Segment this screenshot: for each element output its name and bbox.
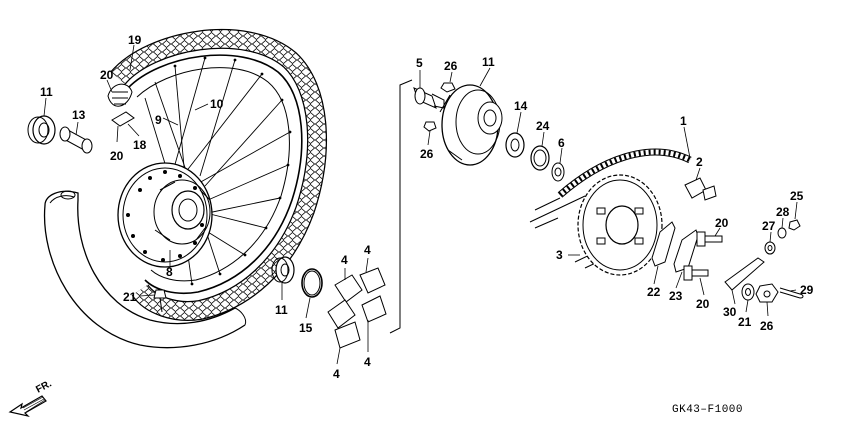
axle-nut bbox=[755, 283, 779, 303]
fr-label: FR. bbox=[34, 378, 54, 395]
callout-4-a: 4 bbox=[341, 253, 348, 267]
front-direction-arrow: FR. bbox=[8, 378, 54, 418]
sprocket-bolts bbox=[683, 231, 723, 281]
callout-8: 9 bbox=[155, 113, 162, 127]
o-ring bbox=[301, 268, 323, 298]
callout-15: 18 bbox=[133, 138, 147, 152]
lock-plates bbox=[651, 221, 699, 273]
tire bbox=[110, 28, 327, 321]
wheel-assembly bbox=[27, 28, 327, 349]
callout-21: 21 bbox=[738, 315, 752, 329]
rear-hub bbox=[117, 162, 213, 268]
callout-28: 28 bbox=[776, 205, 790, 219]
bearing-left bbox=[27, 115, 56, 145]
drawing-code: GK43–F1000 bbox=[672, 404, 743, 416]
callout-29: 29 bbox=[800, 283, 814, 297]
callout-4-b: 4 bbox=[364, 243, 371, 257]
stopper-arm bbox=[724, 257, 765, 291]
callout-20-b: 20 bbox=[696, 297, 710, 311]
callout-11-left: 11 bbox=[40, 85, 53, 99]
distance-collar bbox=[59, 126, 93, 154]
collar-small bbox=[551, 162, 565, 182]
callout-5: 5 bbox=[416, 56, 423, 70]
callout-23: 24 bbox=[536, 119, 550, 133]
axle-sleeve bbox=[413, 87, 445, 109]
inner-tube bbox=[107, 83, 133, 107]
callout-20-a: 20 bbox=[715, 216, 729, 230]
callout-10: 11 bbox=[482, 55, 495, 69]
flange-nuts bbox=[423, 82, 456, 132]
callout-19: 21 bbox=[123, 290, 137, 304]
callout-14: 15 bbox=[299, 321, 313, 335]
callout-4-d: 4 bbox=[364, 355, 371, 369]
callout-27: 27 bbox=[762, 219, 776, 233]
callout-2: 2 bbox=[696, 155, 703, 169]
callout-25: 26 bbox=[760, 319, 774, 333]
callout-6: 6 bbox=[558, 136, 565, 150]
bearing-sprocket bbox=[505, 132, 525, 158]
leader-lines bbox=[43, 44, 798, 365]
spring-washer bbox=[777, 227, 787, 239]
callout-labels: 19 20 11 13 20 18 9 10 8 21 11 15 4 4 4 … bbox=[40, 33, 814, 381]
callout-7: 8 bbox=[166, 265, 173, 279]
plain-washer bbox=[764, 241, 776, 255]
cap-nut bbox=[788, 219, 801, 231]
callout-16: 19 bbox=[128, 33, 142, 47]
callout-12: 13 bbox=[72, 108, 86, 122]
bearing-right bbox=[271, 256, 295, 284]
callout-22-b: 23 bbox=[669, 289, 683, 303]
oil-seal bbox=[530, 145, 550, 171]
sprocket-flange bbox=[439, 84, 503, 166]
callout-22-a: 22 bbox=[647, 285, 661, 299]
callout-26-b: 26 bbox=[420, 147, 434, 161]
master-link bbox=[684, 177, 717, 201]
rim-band-and-valve bbox=[111, 111, 135, 127]
axle-washer bbox=[741, 283, 755, 301]
callout-1: 1 bbox=[680, 114, 687, 128]
callout-3: 3 bbox=[556, 248, 563, 262]
rim-strip bbox=[43, 190, 247, 349]
callout-30: 30 bbox=[723, 305, 737, 319]
damper-rubbers bbox=[327, 267, 387, 349]
driven-sprocket bbox=[577, 174, 663, 276]
callout-4-c: 4 bbox=[333, 367, 340, 381]
callout-13: 14 bbox=[514, 99, 528, 113]
callout-17: 20 bbox=[100, 68, 114, 82]
callout-26-a: 26 bbox=[444, 59, 458, 73]
callout-9: 10 bbox=[210, 97, 224, 111]
callout-18: 20 bbox=[110, 149, 124, 163]
callout-11-right: 11 bbox=[275, 303, 288, 317]
callout-24: 25 bbox=[790, 189, 804, 203]
assembly-bracket bbox=[389, 79, 413, 334]
